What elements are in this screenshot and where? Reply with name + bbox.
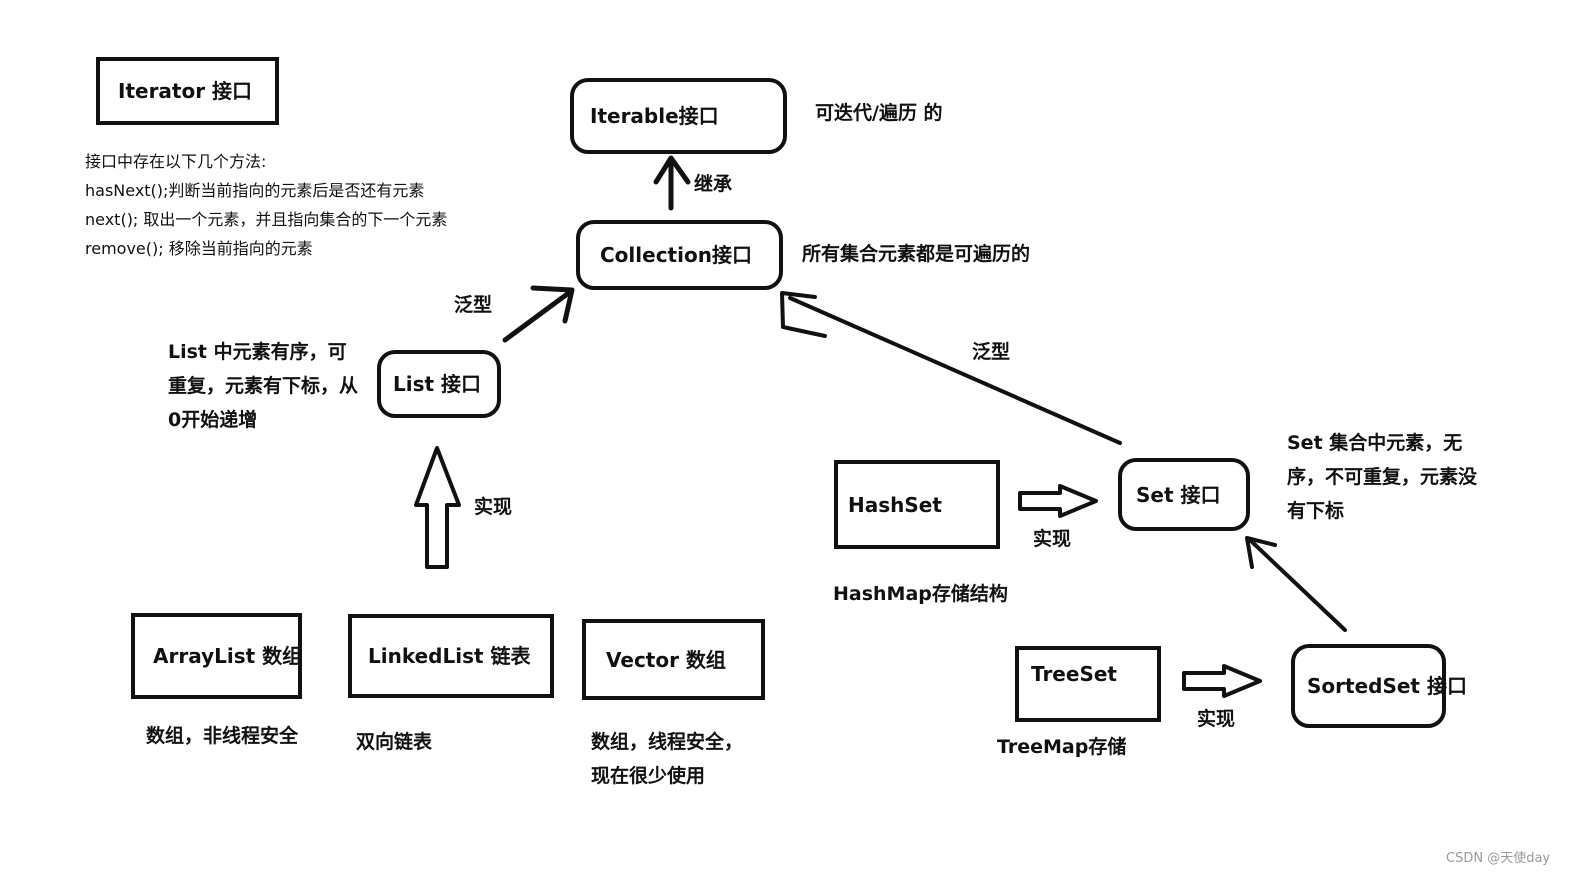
vector-label: Vector 数组 bbox=[606, 647, 726, 672]
linkedlist-description: 双向链表 bbox=[356, 731, 433, 753]
list-description-line: 0开始递增 bbox=[168, 409, 258, 431]
treeset-label: TreeSet bbox=[1031, 662, 1117, 686]
iterator-method-line: 接口中存在以下几个方法: bbox=[85, 152, 267, 171]
list-interface-box: List 接口 bbox=[377, 350, 501, 418]
set-interface-label: Set 接口 bbox=[1136, 482, 1221, 507]
vector-description-line: 现在很少使用 bbox=[591, 765, 706, 787]
collection-interface-label: Collection接口 bbox=[600, 243, 752, 267]
list-interface-label: List 接口 bbox=[393, 372, 482, 396]
hashset-label: HashSet bbox=[848, 492, 942, 517]
iterable-interface-label: Iterable接口 bbox=[590, 104, 719, 128]
set-description-line: 序，不可重复，元素没 bbox=[1287, 466, 1478, 488]
iterator-method-line: remove(); 移除当前指向的元素 bbox=[85, 239, 313, 258]
iterator-method-line: next(); 取出一个元素，并且指向集合的下一个元素 bbox=[85, 210, 448, 229]
inherit-arrow bbox=[653, 155, 691, 211]
iterator-method-line: hasNext();判断当前指向的元素后是否还有元素 bbox=[85, 181, 425, 200]
iterator-interface-label: Iterator 接口 bbox=[118, 79, 253, 103]
list-description: List 中元素有序，可 重复，元素有下标，从 0开始递增 bbox=[168, 335, 358, 437]
implement-treeset-block-arrow bbox=[1182, 664, 1262, 698]
inherit-label: 继承 bbox=[694, 173, 733, 195]
iterable-description: 可迭代/遍历 的 bbox=[815, 102, 943, 124]
arraylist-label: ArrayList 数组 bbox=[153, 644, 303, 668]
iterable-interface-box: Iterable接口 bbox=[570, 78, 787, 154]
generic-list-label: 泛型 bbox=[454, 294, 493, 316]
set-to-collection-arrow bbox=[780, 291, 1122, 445]
treeset-description: TreeMap存储 bbox=[997, 736, 1127, 758]
hashset-box: HashSet bbox=[834, 460, 1000, 549]
linkedlist-label: LinkedList 链表 bbox=[368, 644, 531, 668]
linkedlist-box: LinkedList 链表 bbox=[348, 614, 554, 698]
generic-set-label: 泛型 bbox=[972, 341, 1011, 363]
csdn-watermark: CSDN @天使day bbox=[1446, 851, 1551, 866]
treeset-box: TreeSet bbox=[1015, 646, 1161, 722]
list-description-line: 重复，元素有下标，从 bbox=[168, 375, 359, 397]
set-description-line: Set 集合中元素，无 bbox=[1287, 432, 1463, 454]
iterator-methods-note: 接口中存在以下几个方法: hasNext();判断当前指向的元素后是否还有元素 … bbox=[85, 147, 447, 263]
collection-interface-box: Collection接口 bbox=[576, 220, 783, 290]
collection-description: 所有集合元素都是可遍历的 bbox=[802, 243, 1031, 265]
sortedset-interface-box: SortedSet 接口 bbox=[1291, 644, 1467, 728]
iterator-interface-box: Iterator 接口 bbox=[96, 57, 279, 125]
implement-list-block-arrow bbox=[414, 446, 461, 569]
set-interface-box: Set 接口 bbox=[1118, 458, 1250, 531]
implement-hashset-label: 实现 bbox=[1033, 528, 1072, 550]
implement-treeset-label: 实现 bbox=[1197, 708, 1236, 730]
set-description-line: 有下标 bbox=[1287, 500, 1345, 522]
set-description: Set 集合中元素，无 序，不可重复，元素没 有下标 bbox=[1287, 426, 1477, 528]
sortedset-to-set-arrow bbox=[1245, 536, 1347, 632]
arraylist-box: ArrayList 数组 bbox=[131, 613, 302, 699]
implement-hashset-block-arrow bbox=[1018, 484, 1098, 518]
vector-description-line: 数组，线程安全， bbox=[591, 731, 744, 753]
implement-list-label: 实现 bbox=[474, 496, 513, 518]
vector-box: Vector 数组 bbox=[582, 619, 765, 700]
hashset-description: HashMap存储结构 bbox=[833, 583, 1008, 605]
vector-description: 数组，线程安全， 现在很少使用 bbox=[591, 725, 743, 793]
list-description-line: List 中元素有序，可 bbox=[168, 341, 347, 363]
list-to-collection-arrow bbox=[502, 285, 575, 343]
arraylist-description: 数组，非线程安全 bbox=[146, 725, 299, 747]
sortedset-interface-label: SortedSet 接口 bbox=[1307, 674, 1467, 698]
